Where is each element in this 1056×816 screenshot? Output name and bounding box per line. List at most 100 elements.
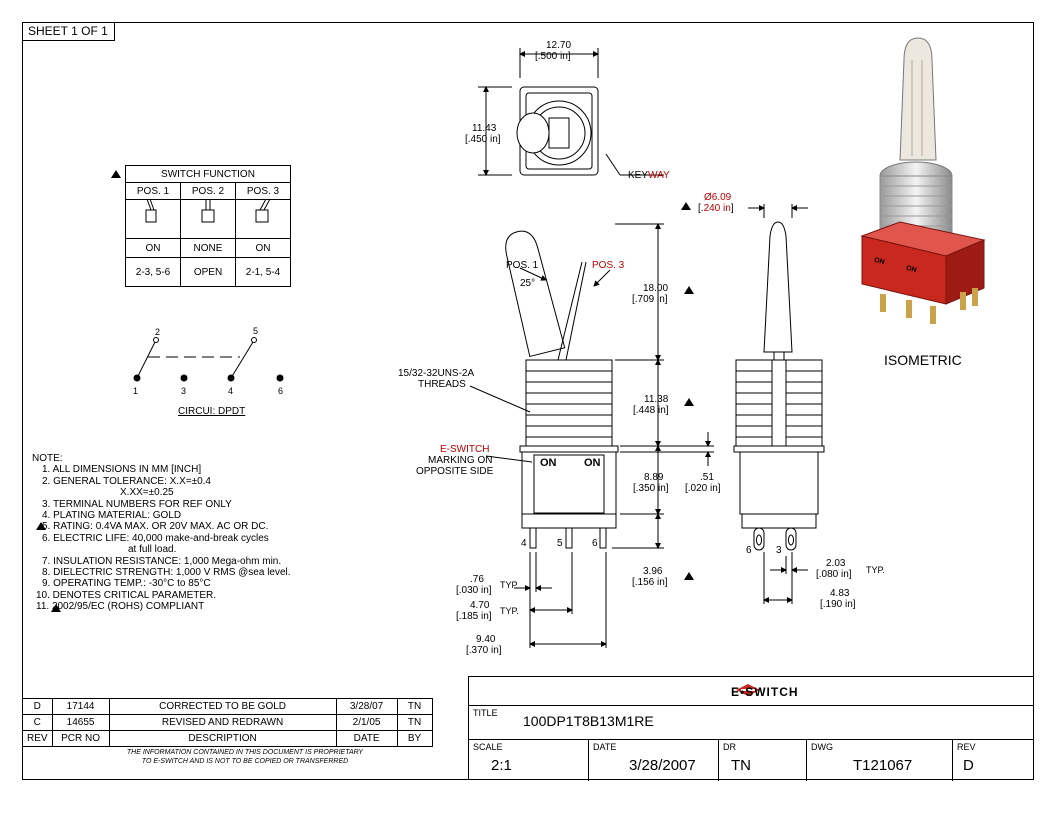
dim-terminal-width-in: [.080 in] (816, 569, 852, 580)
date-cell: DATE 3/28/2007 (589, 739, 719, 781)
rev-cell: 2/1/05 (335, 714, 398, 731)
dim-washer: .51 (700, 472, 714, 483)
rev-header-cell: DESCRIPTION (108, 730, 337, 747)
dim-top-height-in: [.450 in] (465, 134, 501, 145)
isometric-label: ISOMETRIC (884, 352, 962, 368)
marking-label-1: E-SWITCH (440, 444, 490, 455)
dim-top-width: 12.70 (546, 40, 572, 51)
pin-4-label: 4 (521, 538, 527, 549)
pin-6-label: 6 (592, 538, 598, 549)
thread-label: 15/32-32UNS-2A (398, 368, 475, 379)
thread-label-2: THREADS (418, 379, 466, 390)
note-8: 8. DIELECTRIC STRENGTH: 1,000 V RMS @sea… (42, 567, 291, 579)
drawing-number-value: T121067 (853, 757, 913, 774)
revision-value: D (963, 757, 974, 774)
typ-label-2: TYP. (500, 606, 519, 616)
sf-header-1: POS. 1 (125, 182, 181, 200)
scale-cell: SCALE 2:1 (469, 739, 589, 781)
rev-cell: CORRECTED TO BE GOLD (108, 698, 337, 715)
pos1-label: POS. 1 (506, 260, 539, 271)
rev-cell: 14655 (51, 714, 110, 731)
scale-label: SCALE (473, 742, 503, 752)
drawn-by-label: DR (723, 742, 736, 752)
note-9: 9. OPERATING TEMP.: -30°C to 85°C (42, 578, 211, 590)
isometric-view (860, 37, 986, 324)
notes-block: NOTE: 1. ALL DIMENSIONS IN MM [INCH] 2. … (32, 453, 291, 613)
sf-state-1: ON (125, 238, 181, 258)
dim-top-height: 11.43 (472, 123, 497, 134)
note-2: 2. GENERAL TOLERANCE: X.X=±0.4 (42, 475, 211, 487)
title-label: TITLE (473, 708, 498, 718)
circuit-pin-4: 4 (228, 386, 234, 396)
dim-toggle: 18.00 (643, 283, 669, 294)
scale-value: 2:1 (491, 757, 512, 774)
top-view (478, 48, 664, 176)
sheet-number: SHEET 1 OF 1 (22, 22, 115, 41)
dim-washer-in: [.020 in] (685, 483, 721, 494)
drawn-by-value: TN (731, 757, 751, 774)
note-2-cont: X.XX=±0.25 (120, 487, 174, 499)
dim-pitch: 4.70 (470, 600, 490, 611)
dim-toggle-in: [.709 in] (632, 294, 668, 305)
proprietary-notice: THE INFORMATION CONTAINED IN THIS DOCUME… (22, 748, 468, 766)
rev-cell: C (22, 714, 53, 731)
dim-diameter: Ø6.09 (704, 192, 732, 203)
dim-pin-width: .76 (470, 574, 484, 585)
switch-function-table: SWITCH FUNCTION POS. 1 POS. 2 POS. 3 ON … (125, 165, 291, 287)
pos3-label: POS. 3 (592, 260, 625, 271)
date-value: 3/28/2007 (629, 757, 696, 774)
dim-body-in: [.350 in] (633, 483, 669, 494)
drawing-number-cell: DWG T121067 (807, 739, 953, 781)
switch-function-title: SWITCH FUNCTION (125, 165, 291, 183)
sf-state-3: ON (235, 238, 291, 258)
keyway-label: KEYWAY (628, 170, 670, 181)
drawing-number-label: DWG (811, 742, 833, 752)
dim-body: 8.89 (644, 472, 664, 483)
note-5: 5. RATING: 0.4VA MAX. OR 20V MAX. AC OR … (42, 521, 269, 533)
on-mark-right: ON (584, 457, 601, 469)
dim-diameter-in: [.240 in] (698, 203, 734, 214)
sf-icon-cell-3 (235, 199, 291, 239)
angle-label: 25° (520, 278, 536, 289)
date-label: DATE (593, 742, 617, 752)
sf-header-3: POS. 3 (235, 182, 291, 200)
rev-cell: TN (396, 698, 433, 715)
rev-cell: 17144 (51, 698, 110, 715)
revision-label: REV (957, 742, 976, 752)
note-7: 7. INSULATION RESISTANCE: 1,000 Mega-ohm… (42, 555, 282, 567)
side-pin-6-label: 6 (746, 545, 752, 556)
title-block-title-row: TITLE 100DP1T8B13M1RE (469, 705, 1034, 740)
rev-cell: REVISED AND REDRAWN (108, 714, 337, 731)
circuit-pin-2: 2 (155, 327, 161, 337)
notes-title: NOTE: (32, 453, 63, 464)
note-11: 11. 2002/95/EC (ROHS) COMPLIANT (36, 601, 205, 613)
dim-bushing-in: [.448 in] (633, 405, 669, 416)
typ-label-3: TYP. (866, 565, 885, 575)
circuit-pin-6: 6 (278, 386, 284, 396)
circuit-label: CIRCUI: DPDT (178, 406, 246, 417)
part-number-title: 100DP1T8B13M1RE (523, 713, 654, 729)
sf-state-2: NONE (180, 238, 236, 258)
revision-table: D 17144 CORRECTED TO BE GOLD 3/28/07 TN … (22, 698, 433, 747)
dim-terminal-width: 2.03 (826, 558, 846, 569)
dim-pin: 3.96 (643, 566, 663, 577)
marking-label-3: OPPOSITE SIDE (416, 466, 494, 477)
side-view (733, 204, 825, 604)
company-logo-text: E•SWITCH (731, 685, 799, 699)
rev-cell: D (22, 698, 53, 715)
circuit-pin-3: 3 (181, 386, 187, 396)
note-10: 10. DENOTES CRITICAL PARAMETER. (36, 589, 217, 601)
sf-icon-cell-2 (180, 199, 236, 239)
title-block-logo-row: E•SWITCH (469, 677, 1034, 706)
marking-label-2: MARKING ON (428, 455, 493, 466)
rev-cell: TN (396, 714, 433, 731)
rev-header-cell: REV (22, 730, 53, 747)
note-6: 6. ELECTRIC LIFE: 40,000 make-and-break … (42, 532, 269, 544)
side-pin-3-label: 3 (776, 545, 782, 556)
sf-circuit-2: OPEN (180, 257, 236, 287)
sf-circuit-1: 2-3, 5-6 (125, 257, 181, 287)
sf-icon-cell-1 (125, 199, 181, 239)
dim-terminal-spacing: 4.83 (830, 588, 850, 599)
typ-label-1: TYP (500, 580, 518, 590)
on-mark-left: ON (540, 457, 557, 469)
